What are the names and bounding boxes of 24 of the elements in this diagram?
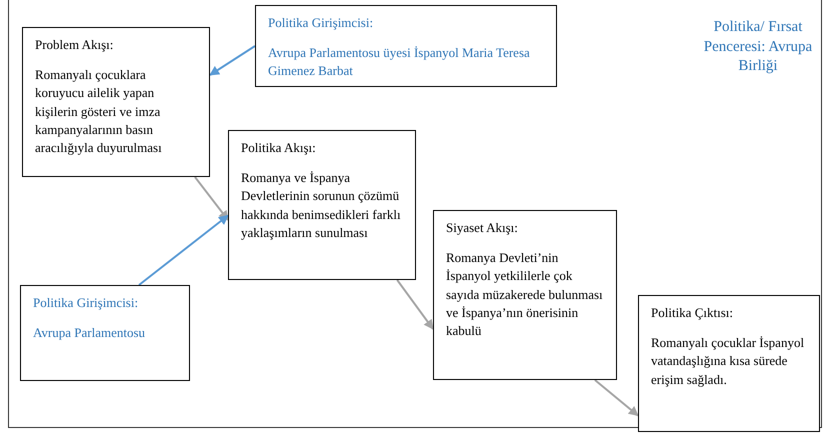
box-heading: Politika Çıktısı:	[651, 304, 734, 322]
arrow	[396, 279, 434, 330]
arrow	[209, 45, 256, 76]
text-box	[433, 210, 617, 380]
box-text: Avrupa Parlamentosu	[33, 324, 146, 342]
box-heading: Politika Akışı:	[241, 139, 317, 157]
box-heading: Politika Girişimcisi:	[268, 14, 374, 32]
text-box	[22, 27, 210, 177]
arrow	[194, 176, 229, 221]
text-box	[255, 5, 557, 87]
arrow	[138, 214, 229, 286]
box-heading: Politika Girişimcisi:	[33, 294, 140, 312]
box-text: Romanya Devleti’nin İspanyol yetkililerle çok sayıda müzakerede bulunması ve İspanya’nın önerisinin kabulü	[446, 249, 604, 340]
box-heading: Siyaset Akışı:	[446, 219, 519, 237]
text-box	[20, 285, 190, 381]
box-text: Avrupa Parlamentosu üyesi İspanyol Maria Teresa Gimenez Barbat	[268, 44, 531, 80]
box-text: Romanyalı çocuklara koruyucu ailelik yapan kişilerin gösteri ve imza kampanyalarının basın aracılığıyla duyurulması	[35, 66, 163, 157]
text-box	[228, 130, 416, 280]
box-heading: Problem Akışı:	[35, 36, 114, 54]
text-box	[638, 295, 820, 432]
window-label: Politika/ Fırsat Penceresi: Avrupa Birliği	[702, 18, 814, 76]
box-text: Romanyalı çocuklar İspanyol vatandaşlığına kısa sürede erişim sağladı.	[651, 334, 806, 389]
arrow	[594, 379, 639, 416]
box-text: Romanya ve İspanya Devletlerinin sorunun çözümü hakkında benimsedikleri farklı yaklaşımların sunulması	[241, 169, 402, 242]
